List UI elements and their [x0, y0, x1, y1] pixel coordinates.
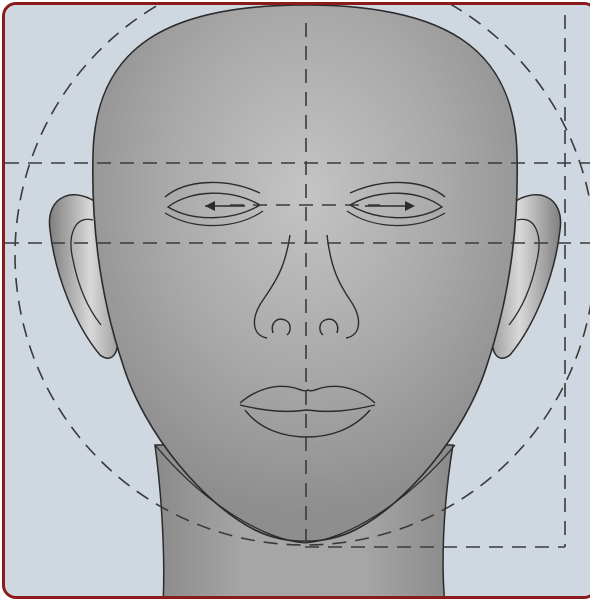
face-proportion-diagram: [5, 5, 590, 599]
